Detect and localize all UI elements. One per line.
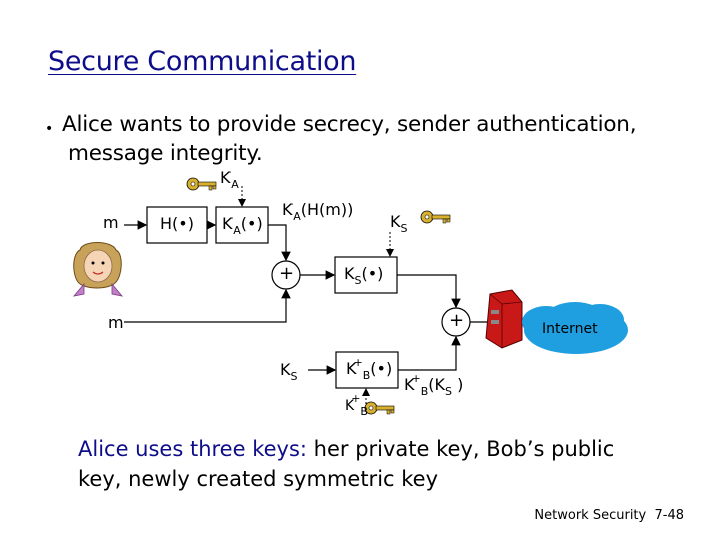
footer: Network Security 7-48 [534,508,684,523]
plus-sign-1: + [279,263,295,284]
message-label-top: m [103,213,119,232]
arrow-m-to-plus [124,288,291,323]
bullet-marker: • [45,121,54,137]
internet-cloud-icon [522,302,628,354]
internet-label: Internet [542,321,598,337]
public-key-label: K+B [345,392,368,418]
plus-sign-2: + [449,310,465,331]
bullet-line-1: Alice wants to provide secrecy, sender a… [62,112,637,137]
bullet-text: Alice wants to provide secrecy, sender a… [62,110,637,168]
encrypted-key-label: K+B(KS ) [404,372,464,398]
page-number: 7-48 [654,508,684,523]
symmetric-key-bottom-label: KS [280,360,298,383]
signed-hash-label: K-A(H(m)) [282,197,354,223]
hash-function-label: H(•) [160,214,194,233]
caption-line-2: key, newly created symmetric key [78,467,439,491]
private-key-label: K-A [220,165,239,191]
symmetric-encrypt-label: KS(•) [344,264,384,287]
symmetric-key-icon [420,210,451,224]
firewall-icon [485,289,523,349]
private-key-function-label: K-A(•) [222,211,263,237]
private-key-icon [186,177,217,191]
arrow-sign-to-plus [268,224,291,262]
symmetric-key-label: KS [390,212,408,235]
footer-label: Network Security [534,508,647,523]
public-key-icon [364,401,395,415]
caption-line-1: Alice uses three keys: her private key, … [78,437,615,461]
arrow-kb-to-plus2 [398,335,461,371]
arrow-ks-to-plus2 [397,274,461,309]
bullet-line-2: message integrity. [68,141,263,166]
page-title: Secure Communication [48,46,357,77]
message-label-bottom: m [108,313,124,332]
public-key-encrypt-label: K+B(•) [346,356,393,382]
alice-avatar-icon [72,242,124,297]
sign-box [215,206,269,244]
kb-encrypt-box [335,351,399,389]
caption: Alice uses three keys: her private key, … [78,434,614,494]
